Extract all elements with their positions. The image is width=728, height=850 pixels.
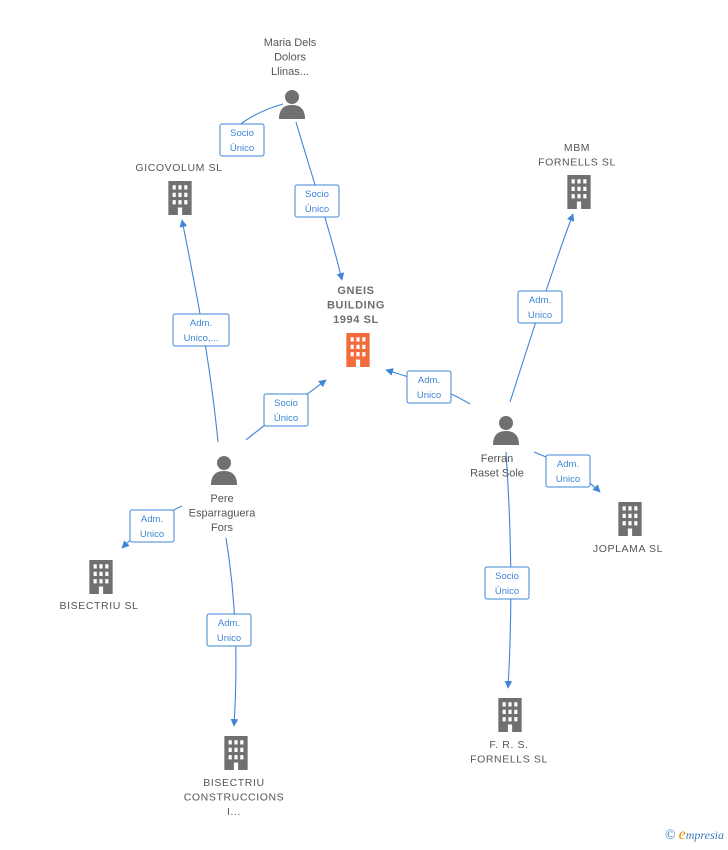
node-label: Pere — [210, 493, 233, 505]
node-gneis[interactable]: GNEIS BUILDING 1994 SL — [327, 285, 385, 367]
edge-label-text: Unico — [556, 474, 580, 485]
edge-label-text: Unico — [217, 633, 241, 644]
edge-label-text: Adm. — [141, 514, 163, 525]
edge-label-text: Socio — [230, 128, 254, 139]
edge-label-text: Adm. — [218, 618, 240, 629]
edge-label-text: Único — [495, 586, 519, 597]
node-label: Dolors — [274, 52, 306, 64]
edge-label-text: Socio — [305, 189, 329, 200]
edge-label-box — [129, 509, 175, 543]
edge-label-e7: Adm. Unico — [545, 454, 591, 488]
node-bisectriu[interactable]: BISECTRIU SL — [60, 560, 139, 612]
node-label: Fors — [211, 522, 234, 534]
node-label: BISECTRIU — [203, 777, 264, 789]
node-label: F. R. S. — [489, 739, 528, 751]
edge-label-box — [263, 393, 309, 427]
edge-label-box — [545, 454, 591, 488]
edge-label-box — [206, 613, 252, 647]
edge-label-text: Único — [274, 413, 298, 424]
edge-label-text: Adm. — [190, 318, 212, 329]
node-label: GICOVOLUM SL — [135, 162, 222, 174]
node-maria[interactable]: Maria DelsDolorsLlinas... — [264, 37, 317, 119]
node-label: 1994 SL — [333, 314, 379, 326]
edge-label-text: Adm. — [557, 459, 579, 470]
edge-label-text: Unico — [417, 390, 441, 401]
node-label: MBM — [564, 142, 590, 154]
building-icon — [168, 181, 192, 215]
person-icon — [211, 456, 237, 485]
node-frs[interactable]: F. R. S. FORNELLS SL — [470, 698, 548, 766]
node-label: Llinas... — [271, 66, 309, 78]
edge-label-text: Único — [230, 143, 254, 154]
node-label: FORNELLS SL — [538, 157, 616, 169]
edge-label-e9: Adm. Unico — [129, 509, 175, 543]
edge-label-box — [406, 370, 452, 404]
building-icon-main — [346, 333, 370, 367]
brand-name: mpresia — [685, 828, 724, 842]
node-label: Esparraguera — [189, 508, 257, 520]
node-joplama[interactable]: JOPLAMA SL — [593, 502, 663, 555]
edge-label-e5: Adm. Unico — [406, 370, 452, 404]
copyright-icon: © — [665, 828, 676, 843]
edge-label-text: Adm. — [529, 295, 551, 306]
building-icon — [498, 698, 522, 732]
building-icon — [618, 502, 642, 536]
edge-label-text: Unico — [528, 310, 552, 321]
node-label: BUILDING — [327, 300, 385, 312]
node-label: CONSTRUCCIONS — [184, 792, 285, 804]
node-mbm[interactable]: MBM FORNELLS SL — [538, 142, 616, 209]
edge-labels-layer: SocioÚnicoSocioÚnicoAdm.Unico,...SocioÚn… — [129, 123, 591, 647]
node-label: JOPLAMA SL — [593, 543, 663, 555]
building-icon — [567, 175, 591, 209]
node-label: BISECTRIU SL — [60, 600, 139, 612]
edge-label-e3: Adm. Unico,... — [172, 313, 230, 347]
edges-layer — [121, 103, 601, 727]
brand-initial: e — [678, 826, 686, 843]
edge-label-text: Unico — [140, 529, 164, 540]
node-label: I... — [227, 806, 241, 818]
node-bisectriu_c[interactable]: BISECTRIU CONSTRUCCIONS I... — [184, 736, 285, 818]
node-gicovolum[interactable]: GICOVOLUM SL — [135, 162, 222, 215]
edge-label-box — [484, 566, 530, 600]
edge-label-box — [172, 313, 230, 347]
edge-label-e6: Adm. Unico — [517, 290, 563, 324]
edge-label-box — [517, 290, 563, 324]
edge-label-box — [219, 123, 265, 157]
building-icon — [89, 560, 113, 594]
edge-label-text: Socio — [274, 398, 298, 409]
node-label: Raset Sole — [470, 468, 524, 480]
person-icon — [493, 416, 519, 445]
footer-brand: ©empresia — [665, 826, 724, 844]
node-label: Ferran — [481, 453, 513, 465]
edge-label-text: Adm. — [418, 375, 440, 386]
node-label: FORNELLS SL — [470, 754, 548, 766]
edge-label-text: Socio — [495, 571, 519, 582]
edge-label-text: Único — [305, 204, 329, 215]
node-label: GNEIS — [337, 285, 374, 297]
node-label: Maria Dels — [264, 37, 317, 49]
edge-label-text: Unico,... — [184, 333, 219, 344]
edge-label-box — [294, 184, 340, 218]
building-icon — [224, 736, 248, 770]
edge-label-e10: Adm. Unico — [206, 613, 252, 647]
